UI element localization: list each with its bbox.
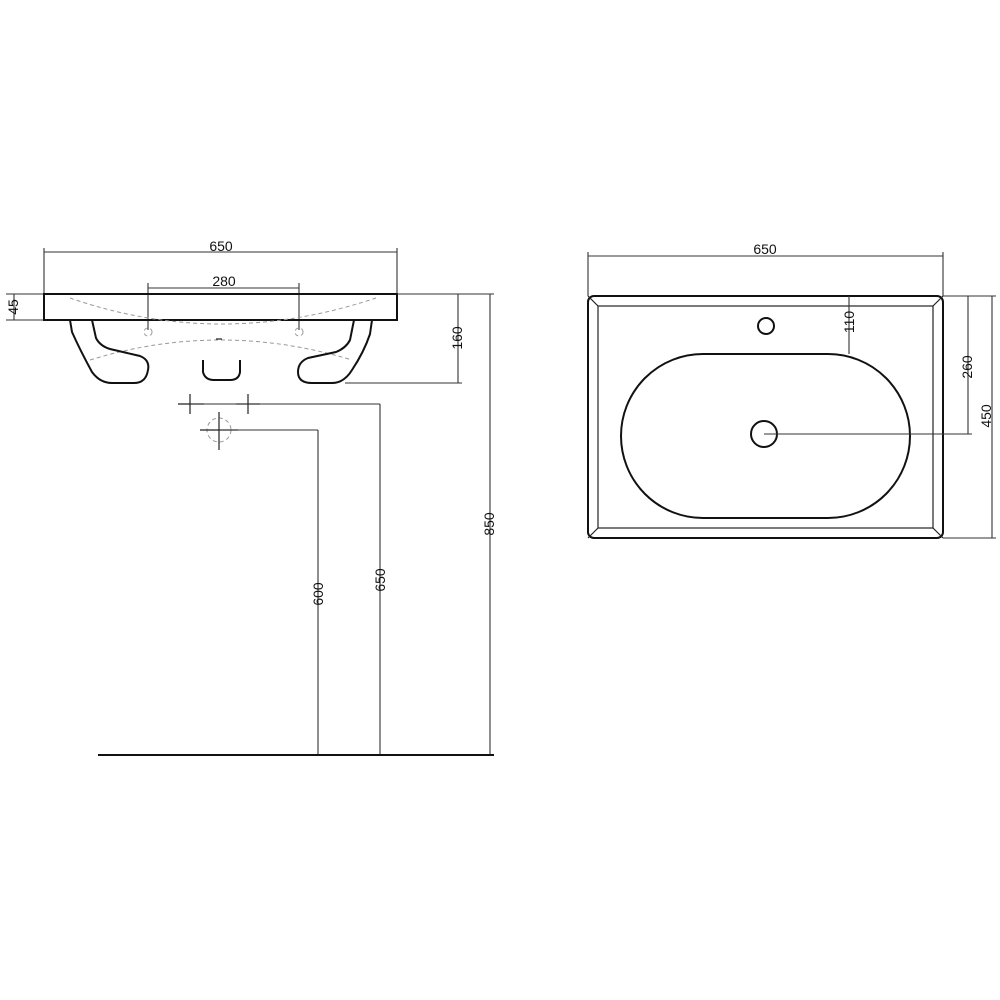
side-width-label: 650 (209, 238, 233, 254)
plan-width-label: 650 (753, 241, 777, 257)
depth-label: 160 (449, 326, 465, 350)
supply-height-label: 650 (372, 568, 388, 592)
tap-offset-label: 110 (841, 311, 857, 334)
tap-spacing-label: 280 (212, 273, 236, 289)
basin-right-lobe (296, 319, 373, 384)
tap-hole-left-hidden (143, 327, 153, 337)
tap-hole-right-hidden (294, 327, 304, 337)
side-elevation: 650 280 45 (5, 238, 497, 756)
tap-spacing-dimension: 280 (147, 273, 300, 330)
rim-height-dimension: 850 (397, 293, 497, 755)
rim-thickness-label: 45 (5, 299, 21, 315)
drain-offset-label: 260 (959, 355, 975, 379)
tap-hole (757, 317, 775, 335)
basin-bowl (620, 353, 911, 519)
side-width-dimension: 650 (43, 238, 398, 294)
plan-depth-dimension: 450 (943, 295, 996, 539)
bowl-upper-hidden-curve (69, 297, 377, 325)
waste-trap (202, 360, 241, 381)
basin-rim (43, 293, 398, 321)
plan-depth-label: 450 (978, 404, 994, 428)
trap-height-dimension: 600 (219, 429, 326, 755)
basin-left-lobe (69, 319, 150, 384)
trap-height-label: 600 (310, 582, 326, 606)
rim-height-label: 850 (481, 512, 497, 536)
plan-view: 650 110 260 (587, 241, 996, 539)
basin-inner-rim (597, 305, 934, 529)
bowl-lower-hidden-curve (89, 339, 353, 361)
supply-height-dimension: 650 (190, 403, 388, 755)
plan-width-dimension: 650 (587, 241, 944, 296)
depth-dimension: 160 (345, 293, 465, 384)
rim-thickness-dimension: 45 (5, 293, 44, 321)
basin-outer-rim (587, 295, 944, 539)
tap-symbols (178, 394, 260, 450)
tap-offset-dimension: 110 (841, 296, 857, 354)
